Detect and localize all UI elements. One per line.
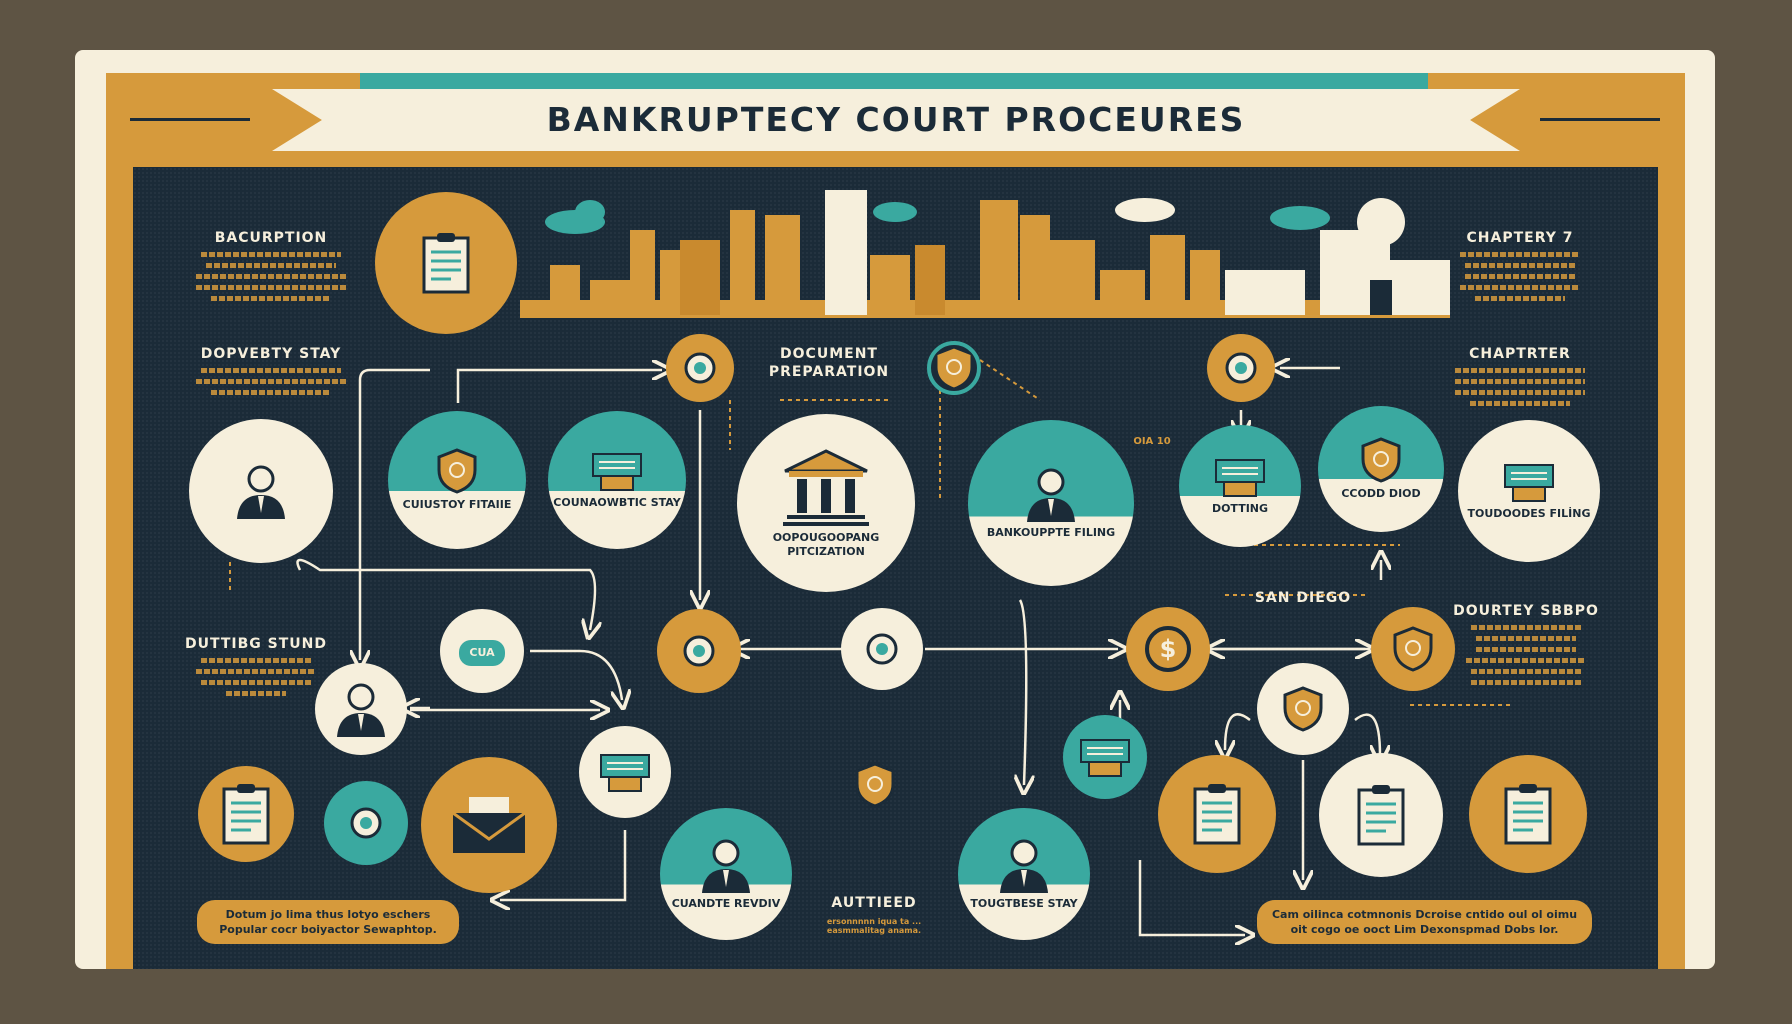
node-label: CCODD DIOD [1341, 486, 1421, 500]
scale-node[interactable] [579, 726, 671, 818]
money-icon [1077, 736, 1133, 778]
monitor-icon [1501, 461, 1557, 503]
shield-node-small[interactable] [1257, 663, 1349, 755]
label-san-diego: SAN DIEGO [1254, 590, 1352, 606]
scale-icon [597, 751, 653, 793]
dollar-doc-node[interactable] [1469, 755, 1587, 873]
ring-icon [683, 351, 717, 385]
person-briefcase-icon [231, 463, 291, 519]
envelope-node[interactable] [421, 757, 557, 893]
clipboard-node-bottom[interactable] [198, 766, 294, 862]
shield-icon [1361, 437, 1401, 483]
clouds [545, 198, 1330, 234]
clipboard-icon [421, 232, 471, 294]
shield-icon [1393, 626, 1433, 672]
label-document-preparation: DOCUMENT PREPARATION [768, 346, 890, 380]
city-skyline [520, 190, 1450, 318]
shield-icon [1283, 686, 1323, 732]
page-title: BANKRUPTECY COURT PROCEURES [546, 100, 1246, 139]
body-text-bacurption [196, 252, 346, 301]
body-text-chapter-7 [1460, 252, 1580, 301]
node-ccodd-diod[interactable]: CCODD DIOD [1318, 406, 1444, 532]
person-icon [994, 837, 1054, 893]
label-auttieed: AUTTIEED [831, 895, 917, 911]
envelope-icon [449, 795, 529, 855]
cash-icon [1212, 456, 1268, 498]
header-accent-strip [360, 73, 1428, 89]
shield-node-right[interactable] [1371, 607, 1455, 691]
body-text-chaptrter [1455, 368, 1585, 406]
briefcase-person-node[interactable] [189, 419, 333, 563]
node-custody-filing[interactable]: CUIUSTOY FITAIIE [388, 411, 526, 549]
small-orange-node-right[interactable] [1207, 334, 1275, 402]
node-label: CUIUSTOY FITAIIE [402, 497, 512, 511]
checklist-node[interactable] [1319, 753, 1443, 877]
node-label: BANKOUPPTE FILING [986, 525, 1116, 539]
right-border-bar [1658, 73, 1685, 969]
magnifier-node[interactable] [657, 609, 741, 693]
node-counaowbtic-stay[interactable]: COUNAOWBTIC STAY [548, 411, 686, 549]
code-label: OIA 10 [1133, 436, 1171, 447]
badge-label: CUA [459, 639, 505, 667]
body-text-dopvebty-stay [196, 368, 346, 395]
node-label: TOUDOODES FILİNG [1467, 506, 1591, 520]
heading-dourtey-sbbpo: DOURTEY SBBPO [1453, 603, 1599, 619]
shield-icon [934, 345, 974, 391]
glasses-person-icon [331, 681, 391, 737]
footprints-icon [349, 806, 383, 840]
auttieed-description: ersonnnnn iqua ta ... easmmalitag anama. [826, 917, 922, 935]
node-label: TOUGTBESE STAY [970, 896, 1078, 910]
heading-bacurption: BACURPTION [214, 230, 328, 246]
callout-left: Dotum jo lima thus lotyo eschers Popular… [197, 900, 459, 944]
glasses-node[interactable] [315, 663, 407, 755]
courthouse-icon [781, 447, 871, 527]
node-document-petition[interactable]: OOPOUGOOPANG PITCIZATION [737, 414, 915, 592]
magnifier-icon [682, 634, 716, 668]
node-cua-badge[interactable]: CUA [440, 609, 524, 693]
clipboard-node-right[interactable] [1158, 755, 1276, 873]
dollar-icon: $ [1143, 624, 1193, 674]
body-text-duttibg-stund [196, 658, 316, 696]
node-label: OOPOUGOOPANG PITCIZATION [772, 530, 880, 558]
lock-icon [865, 632, 899, 666]
heading-chaptery-7: CHAPTERY 7 [1466, 230, 1574, 246]
dollar-node[interactable]: $ [1126, 607, 1210, 691]
svg-text:$: $ [1160, 635, 1177, 663]
clipboard-icon [1192, 783, 1242, 845]
glowing-shield-icon [855, 762, 895, 808]
title-rule-left [130, 118, 250, 121]
person-icon [696, 837, 756, 893]
node-bankruptcy-filing[interactable]: BANKOUPPTE FILING [968, 420, 1134, 586]
checklist-icon [1356, 784, 1406, 846]
callout-right: Cam oilinca cotmnonis Dcroise cntido oul… [1257, 900, 1592, 944]
clipboard-icon [221, 783, 271, 845]
shield-trophy [835, 730, 915, 840]
node-label: COUNAOWBTIC STAY [553, 495, 681, 509]
node-label: CUANDTE REVDIV [671, 896, 781, 910]
shield-badge-node[interactable] [927, 341, 981, 395]
clipboard-node[interactable] [375, 192, 517, 334]
lock-node[interactable] [841, 608, 923, 690]
cash-node[interactable] [1063, 715, 1147, 799]
left-border-bar [106, 73, 133, 969]
footprints-node[interactable] [324, 781, 408, 865]
document-box-icon [589, 450, 645, 492]
small-orange-node[interactable] [666, 334, 734, 402]
node-dotting[interactable]: DOTTING [1179, 425, 1301, 547]
ring-icon [1224, 351, 1258, 385]
node-trustee-stay[interactable]: TOUGTBESE STAY [958, 808, 1090, 940]
heading-duttibg-stund: DUTTIBG STUND [185, 636, 327, 652]
node-toudoodes-filing[interactable]: TOUDOODES FILİNG [1458, 420, 1600, 562]
body-text-dourtey-sbbpo [1466, 625, 1586, 685]
badge-icon [437, 448, 477, 494]
title-rule-right [1540, 118, 1660, 121]
title-banner [272, 89, 1520, 151]
judge-icon [1021, 466, 1081, 522]
dollar-document-icon [1503, 783, 1553, 845]
node-label: DOTTING [1211, 501, 1269, 515]
node-chapter-review[interactable]: CUANDTE REVDIV [660, 808, 792, 940]
heading-dopvebty-stay: DOPVEBTY STAY [200, 346, 342, 362]
heading-chaptrter: CHAPTRTER [1469, 346, 1571, 362]
